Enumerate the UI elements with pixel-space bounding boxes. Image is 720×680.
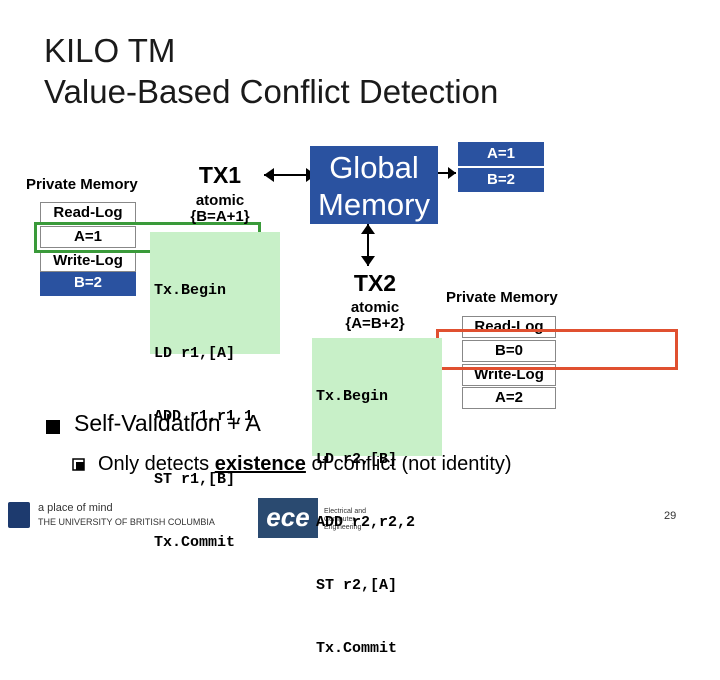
right-conflict-highlight <box>436 329 678 370</box>
title-line-2: Value-Based Conflict Detection <box>44 73 499 110</box>
slide-title: KILO TM Value-Based Conflict Detection <box>44 30 498 112</box>
sub-bullet-emphasis: existence <box>214 453 306 475</box>
ubc-logo: a place of mind THE UNIVERSITY OF BRITIS… <box>38 502 215 527</box>
tx2-code-block: Tx.Begin LD r2,[B] ADD r2,r2,2 ST r2,[A]… <box>312 338 442 657</box>
global-memory-box: Global Memory <box>310 146 438 224</box>
tx1-atomic-body: {B=A+1} <box>190 208 250 225</box>
ece-logo: ece <box>258 498 318 538</box>
tx2-code-line: ST r2,[A] <box>316 577 398 594</box>
page-number: 29 <box>664 510 677 522</box>
main-bullet-text: Self-Validation + A <box>74 410 261 436</box>
right-private-memory-label: Private Memory <box>446 289 558 306</box>
tx1-code-line: LD r1,[A] <box>154 345 236 362</box>
ubc-tagline: a place of mind <box>38 502 113 514</box>
bullet-square-icon <box>46 420 60 434</box>
tx1-atomic-label: atomic <box>195 192 245 209</box>
left-read-log-value: A=1 <box>40 226 136 248</box>
ubc-name: THE UNIVERSITY OF BRITISH COLUMBIA <box>38 517 215 527</box>
right-read-log-value: B=0 <box>462 340 556 362</box>
tx1-header: TX1 <box>198 162 242 188</box>
tx1-code-line: Tx.Commit <box>154 534 236 551</box>
global-memory-line-2: Memory <box>318 187 430 222</box>
sub-bullet-suffix: of conflict (not identity) <box>305 453 512 475</box>
global-value-b: B=2 <box>458 168 544 192</box>
tx2-code-line: LD r2,[B] <box>316 451 398 468</box>
tx2-header: TX2 <box>353 270 397 296</box>
right-write-log-value: A=2 <box>462 387 556 409</box>
global-value-a: A=1 <box>458 142 544 166</box>
tx2-code-line: Tx.Commit <box>316 640 398 657</box>
sub-bullet-prefix: Only detects <box>98 453 215 475</box>
tx1-code-line: ST r1,[B] <box>154 471 236 488</box>
left-private-memory-label: Private Memory <box>26 176 138 193</box>
global-memory-line-1: Global <box>329 150 419 185</box>
ece-subtitle: Electrical and Computer Engineering <box>324 508 367 531</box>
left-write-log-label: Write-Log <box>40 250 136 272</box>
tx1-code-line: Tx.Begin <box>154 282 227 299</box>
title-line-1: KILO TM <box>44 32 176 69</box>
tx2-atomic-body: {A=B+2} <box>345 315 405 332</box>
sub-bullet-icon <box>72 458 85 471</box>
left-write-log-value: B=2 <box>40 272 136 296</box>
global-tx2-arrow <box>361 224 375 266</box>
tx1-code-block: Tx.Begin LD r1,[A] ADD r1,r1,1 ST r1,[B]… <box>150 232 280 551</box>
global-values-arrow <box>438 167 456 179</box>
sub-bullet-text: Only detects existence of conflict (not … <box>98 453 512 476</box>
tx1-code-line: ADD r1,r1,1 <box>154 408 254 425</box>
tx2-atomic-label: atomic <box>350 299 400 316</box>
ubc-crest-icon <box>8 502 30 528</box>
tx2-code-line: Tx.Begin <box>316 388 389 405</box>
left-read-log-label: Read-Log <box>40 202 136 224</box>
tx2-code-line: ADD r2,r2,2 <box>316 514 416 531</box>
